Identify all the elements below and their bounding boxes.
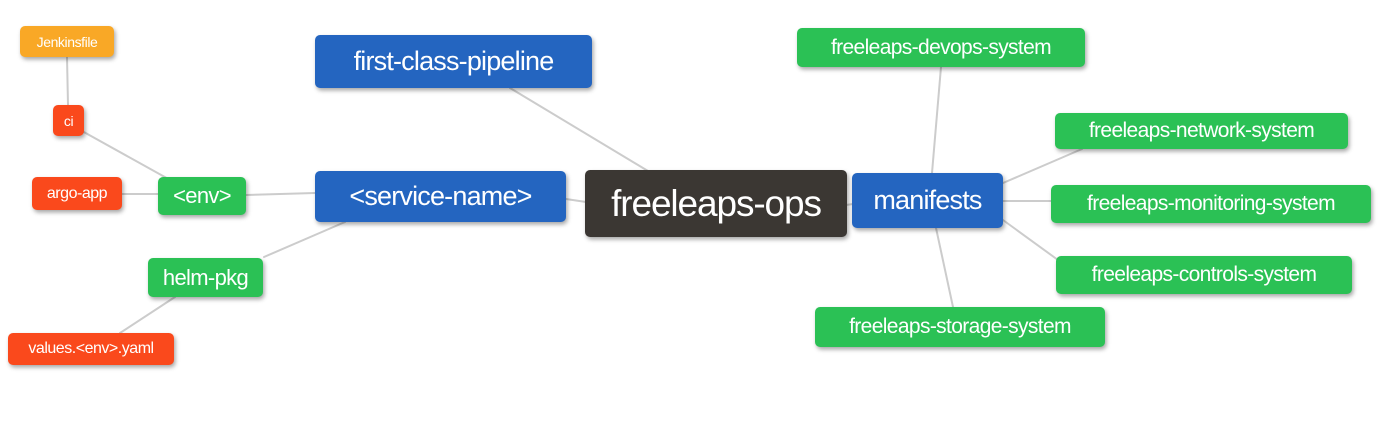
edge-manifests-devops-system [931,66,942,174]
node-network-system[interactable]: freeleaps-network-system [1055,113,1348,149]
node-service-name[interactable]: <service-name> [315,171,566,222]
edge-ci-env [81,130,173,182]
node-argo-app[interactable]: argo-app [32,177,122,210]
edge-manifests-network-system [1002,148,1083,184]
edge-values-env-yaml-helm-pkg [119,296,176,334]
edge-freeleaps-ops-manifests [845,203,854,206]
node-storage-system[interactable]: freeleaps-storage-system [815,307,1105,347]
edge-manifests-storage-system [935,227,954,308]
node-values-env-yaml[interactable]: values.<env>.yaml [8,333,174,365]
node-manifests[interactable]: manifests [852,173,1003,228]
node-first-class-pipeline[interactable]: first-class-pipeline [315,35,592,88]
node-env[interactable]: <env> [158,177,246,215]
edge-service-name-freeleaps-ops [565,198,587,203]
node-ci[interactable]: ci [53,105,84,136]
edge-manifests-controls-system [1002,219,1059,261]
node-helm-pkg[interactable]: helm-pkg [148,258,263,297]
edge-helm-pkg-service-name [263,221,346,258]
node-devops-system[interactable]: freeleaps-devops-system [797,28,1085,67]
edge-first-class-pipeline-freeleaps-ops [509,87,649,172]
node-jenkinsfile[interactable]: Jenkinsfile [20,26,114,57]
node-controls-system[interactable]: freeleaps-controls-system [1056,256,1352,294]
edge-env-service-name [245,192,316,196]
node-freeleaps-ops[interactable]: freeleaps-ops [585,170,847,237]
node-monitoring-system[interactable]: freeleaps-monitoring-system [1051,185,1371,223]
edge-jenkinsfile-ci [66,56,69,106]
